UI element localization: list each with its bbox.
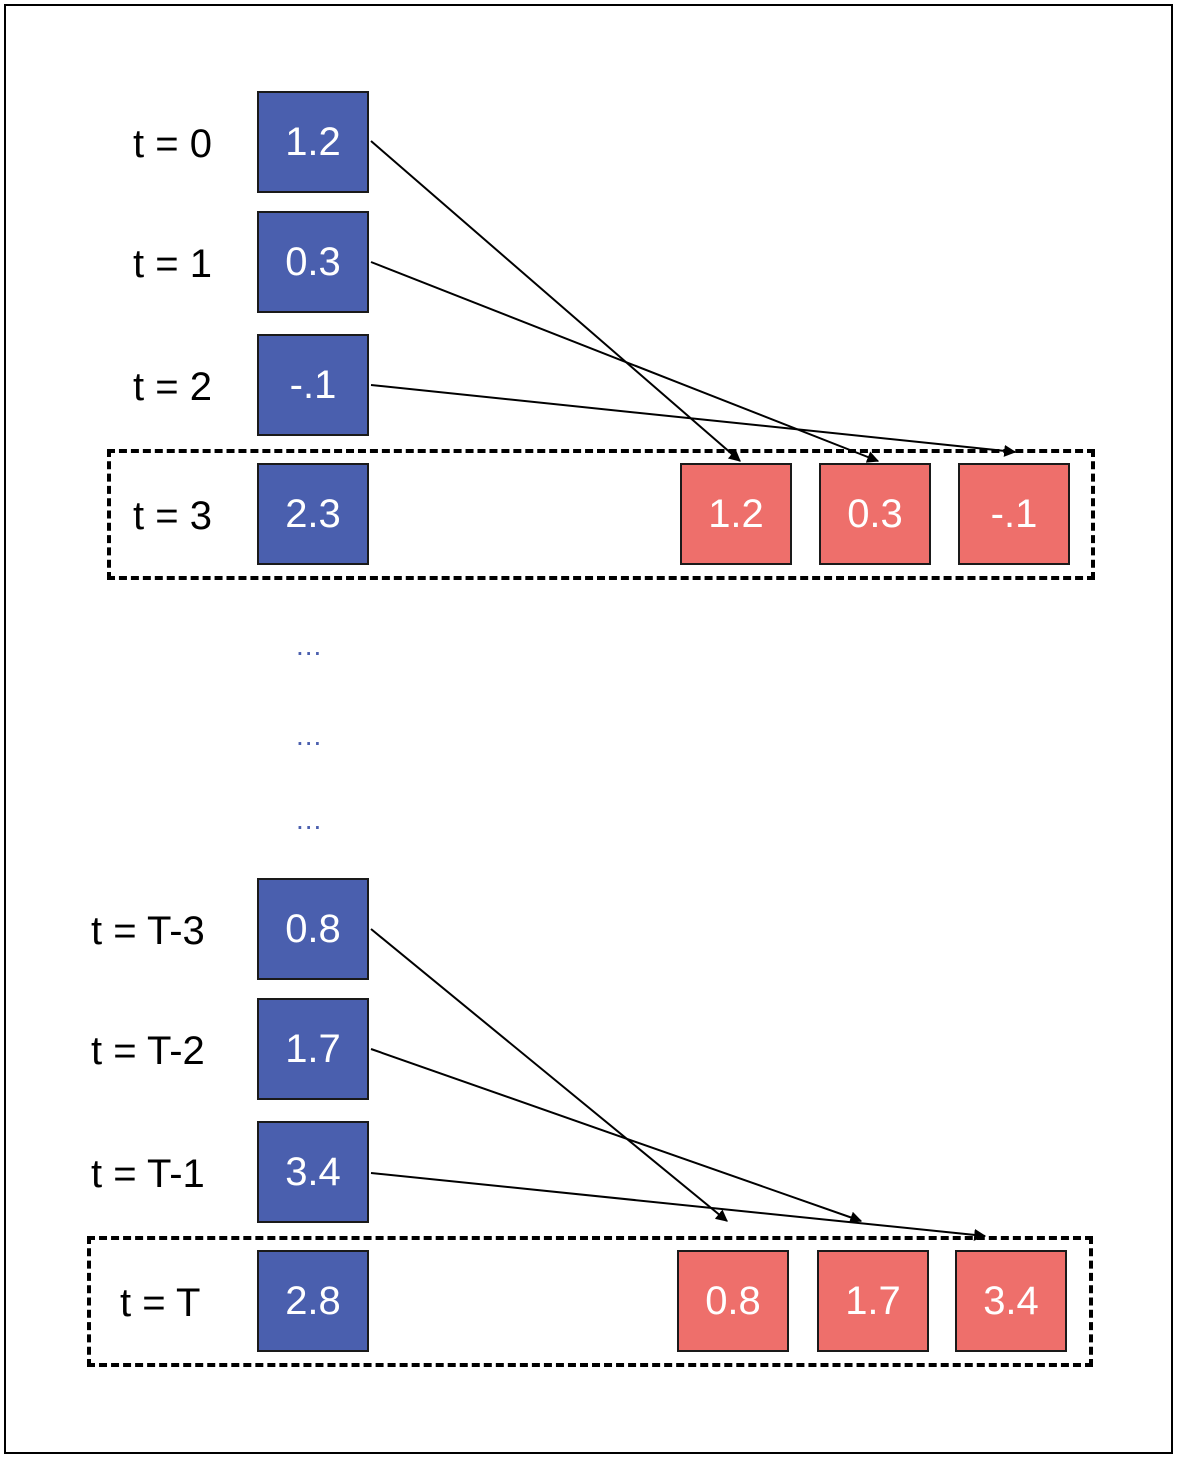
arrow-t0-to-lag1 — [370, 140, 741, 462]
lag-group-t3 — [107, 449, 1095, 580]
value-box-t1: 0.3 — [257, 211, 369, 313]
lag-box-2: 0.3 — [819, 463, 931, 565]
outer-frame — [4, 4, 1173, 1454]
ellipsis-1: ... — [296, 630, 323, 661]
time-label-t2: t = 2 — [133, 365, 212, 409]
value-box-t3: 2.3 — [257, 463, 369, 565]
arrow-t2-to-lag3 — [370, 384, 1017, 457]
value-box-tm2: 1.7 — [257, 998, 369, 1100]
ellipsis-3: ... — [296, 804, 323, 835]
lag-group-T — [87, 1236, 1093, 1367]
time-label-tm2: t = T-2 — [91, 1029, 205, 1073]
time-label-tm1: t = T-1 — [91, 1152, 205, 1196]
arrow-tm2-to-lagT2 — [370, 1048, 863, 1224]
value-box-t0: 1.2 — [257, 91, 369, 193]
arrow-tm1-to-lagT3 — [370, 1172, 987, 1241]
lag-box-T-2: 1.7 — [817, 1250, 929, 1352]
arrow-t1-to-lag2 — [370, 261, 880, 463]
ellipsis-2: ... — [296, 720, 323, 751]
lag-box-T-3: 3.4 — [955, 1250, 1067, 1352]
value-box-tm1: 3.4 — [257, 1121, 369, 1223]
value-box-T: 2.8 — [257, 1250, 369, 1352]
time-label-T: t = T — [120, 1281, 201, 1325]
lag-box-3: -.1 — [958, 463, 1070, 565]
lag-box-T-1: 0.8 — [677, 1250, 789, 1352]
arrow-tm3-to-lagT1 — [370, 928, 728, 1222]
value-box-tm3: 0.8 — [257, 878, 369, 980]
lag-box-1: 1.2 — [680, 463, 792, 565]
time-label-t3: t = 3 — [133, 494, 212, 538]
value-box-t2: -.1 — [257, 334, 369, 436]
time-label-t0: t = 0 — [133, 122, 212, 166]
time-label-t1: t = 1 — [133, 242, 212, 286]
time-label-tm3: t = T-3 — [91, 909, 205, 953]
